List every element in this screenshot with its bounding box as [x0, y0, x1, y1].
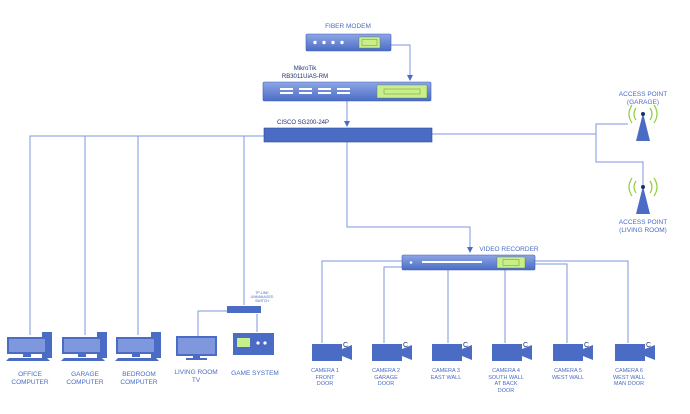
- tv-label: LIVING ROOM TV: [174, 369, 218, 384]
- core-switch: [263, 127, 433, 143]
- link-switch-ap: [432, 123, 628, 135]
- svg-text:C: C: [646, 342, 651, 349]
- svg-text:C: C: [523, 342, 528, 349]
- camera-1: C: [312, 342, 352, 361]
- fiber-modem: [305, 33, 392, 52]
- computer-bedroom-label: BEDROOM COMPUTER: [120, 371, 158, 386]
- camera-2: C: [372, 342, 412, 361]
- access-point-garage-label: ACCESS POINT (GARAGE): [618, 91, 668, 106]
- camera-4: C: [492, 342, 532, 361]
- game-system-label: GAME SYSTEM: [231, 370, 279, 377]
- svg-text:C: C: [403, 342, 408, 349]
- connections: [29, 44, 644, 343]
- computer-office-label: OFFICE COMPUTER: [11, 371, 49, 386]
- switch-label: CISCO SG200-24P: [276, 120, 330, 126]
- camera-3-label: CAMERA 3 EAST WALL: [430, 368, 462, 381]
- access-point-garage: [628, 104, 658, 141]
- router-label: MikroTik RB3011UiAS-RM: [281, 66, 329, 80]
- camera-5-label: CAMERA 5 WEST WALL: [551, 368, 585, 381]
- video-recorder-label: VIDEO RECORDER: [479, 246, 539, 253]
- game-system: [233, 333, 274, 355]
- video-recorder: [401, 254, 536, 271]
- link-ap-garage-to-living: [595, 134, 644, 185]
- camera-6: C: [615, 342, 655, 361]
- camera-1-label: CAMERA 1 FRONT DOOR: [311, 368, 339, 387]
- access-point-living-room-label: ACCESS POINT (LIVING ROOM): [618, 219, 668, 234]
- link-modem-router: [390, 44, 413, 81]
- small-switch: [227, 306, 261, 313]
- link-switch-left-bus: [29, 135, 264, 335]
- camera-4-label: CAMERA 4 SOUTH WALL AT BACK DOOR: [488, 368, 524, 394]
- svg-text:C: C: [343, 342, 348, 349]
- camera-2-label: CAMERA 2 GARAGE DOOR: [372, 368, 400, 387]
- camera-3: C: [432, 342, 472, 361]
- tv: [176, 336, 217, 360]
- svg-text:C: C: [463, 342, 468, 349]
- small-switch-label: TP-LINK UNMANAGED SWITCH: [250, 291, 274, 303]
- camera-6-label: CAMERA 6 WEST WALL MAN DOOR: [612, 368, 646, 387]
- link-switch-nvr: [346, 142, 473, 253]
- router: [262, 81, 432, 102]
- link-nvr-cameras: [321, 260, 402, 343]
- camera-5: C: [553, 342, 593, 361]
- computer-office: [6, 332, 52, 361]
- computer-garage: [61, 332, 107, 361]
- fiber-modem-label: FIBER MODEM: [325, 23, 371, 30]
- computer-bedroom: [115, 332, 161, 361]
- access-point-living-room: [628, 177, 658, 214]
- svg-text:C: C: [584, 342, 589, 349]
- link-small-switch-tv: [197, 310, 227, 336]
- computer-garage-label: GARAGE COMPUTER: [66, 371, 104, 386]
